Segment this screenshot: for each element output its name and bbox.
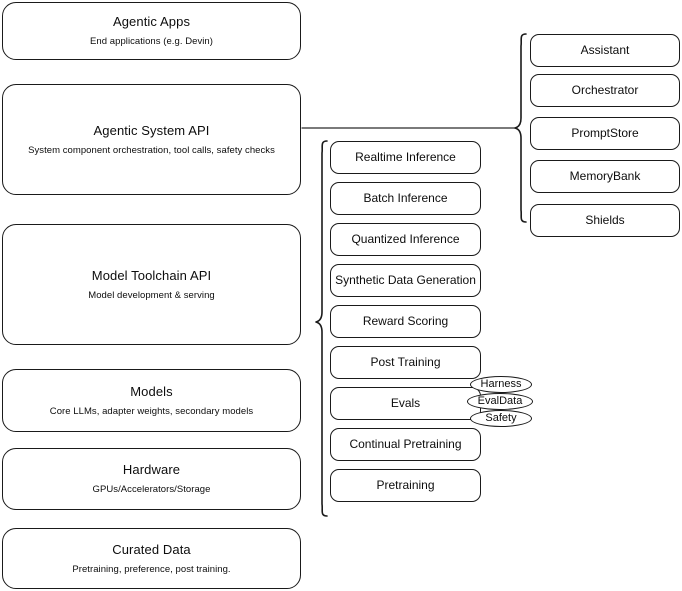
capability-post-training[interactable]: Post Training (330, 346, 481, 379)
layer-models[interactable]: Models Core LLMs, adapter weights, secon… (2, 369, 301, 432)
capability-batch-inference[interactable]: Batch Inference (330, 182, 481, 215)
tag-safety[interactable]: Safety (470, 410, 532, 427)
layer-title: Hardware (122, 462, 181, 477)
capability-quantized-inference[interactable]: Quantized Inference (330, 223, 481, 256)
capability-evals[interactable]: Evals (330, 387, 481, 420)
layer-hardware[interactable]: Hardware GPUs/Accelerators/Storage (2, 448, 301, 510)
layer-curated-data[interactable]: Curated Data Pretraining, preference, po… (2, 528, 301, 589)
layer-subtitle: Pretraining, preference, post training. (72, 563, 231, 575)
component-assistant[interactable]: Assistant (530, 34, 680, 67)
layer-title: Agentic Apps (112, 14, 191, 29)
component-promptstore[interactable]: PromptStore (530, 117, 680, 150)
layer-title: Models (130, 383, 173, 399)
component-memorybank[interactable]: MemoryBank (530, 160, 680, 193)
brace-toolchain-capabilities (315, 140, 328, 517)
layer-subtitle: Core LLMs, adapter weights, secondary mo… (49, 405, 254, 417)
layer-title: Agentic System API (93, 122, 210, 138)
layer-subtitle: GPUs/Accelerators/Storage (92, 484, 211, 495)
capability-continual-pretraining[interactable]: Continual Pretraining (330, 428, 481, 461)
layer-subtitle: End applications (e.g. Devin) (90, 36, 213, 47)
component-shields[interactable]: Shields (530, 204, 680, 237)
capability-reward-scoring[interactable]: Reward Scoring (330, 305, 481, 338)
layer-subtitle: System component orchestration, tool cal… (28, 144, 275, 156)
capability-synthetic-data-generation[interactable]: Synthetic Data Generation (330, 264, 481, 297)
tag-harness[interactable]: Harness (470, 376, 532, 393)
layer-agentic-system-api[interactable]: Agentic System API System component orch… (2, 84, 301, 195)
component-orchestrator[interactable]: Orchestrator (530, 74, 680, 107)
brace-system-components (514, 33, 527, 223)
layer-title: Model Toolchain API (91, 267, 212, 283)
tag-evaldata[interactable]: EvalData (467, 393, 533, 410)
layer-agentic-apps[interactable]: Agentic Apps End applications (e.g. Devi… (2, 2, 301, 60)
layer-model-toolchain-api[interactable]: Model Toolchain API Model development & … (2, 224, 301, 345)
capability-realtime-inference[interactable]: Realtime Inference (330, 141, 481, 174)
layer-title: Curated Data (112, 541, 191, 557)
capability-pretraining[interactable]: Pretraining (330, 469, 481, 502)
layer-subtitle: Model development & serving (88, 289, 215, 301)
